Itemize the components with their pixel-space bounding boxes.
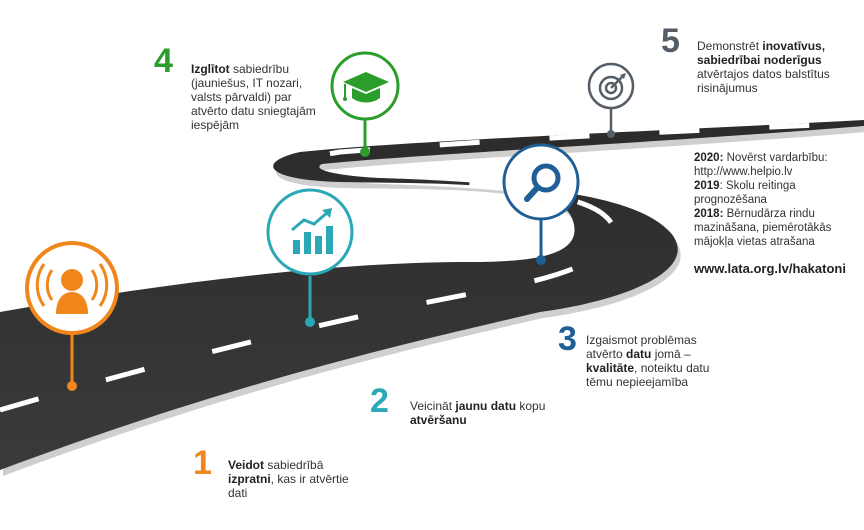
road xyxy=(0,120,864,470)
hackathon-year: 2018: xyxy=(694,208,724,220)
step-1-text: Veidot sabiedrībā izpratni, kas ir atvēr… xyxy=(228,458,368,500)
step-2-number: 2 xyxy=(370,382,389,420)
step-2-pre: Veicināt xyxy=(410,399,456,413)
hackathon-year: 2019 xyxy=(694,180,720,192)
step-2-mid: kopu xyxy=(516,399,546,413)
person-signal-icon xyxy=(35,263,109,307)
step-1-bold-2: izpratni xyxy=(228,472,271,486)
step-2-text: Veicināt jaunu datu kopu atvēršanu xyxy=(410,399,565,427)
hackathon-2018: 2018: Bērnudārza rindu mazināšana, piemē… xyxy=(694,207,864,249)
step-1-post: , kas ir atvērtie dati xyxy=(228,472,349,500)
step-3-post: , noteiktu datu tēmu nepieejamība xyxy=(586,361,710,389)
road-centerline xyxy=(0,120,864,413)
hackathons-link[interactable]: www.lata.org.lv/hakatoni xyxy=(694,261,846,276)
target-icon xyxy=(598,73,626,101)
step-5-number: 5 xyxy=(661,22,680,60)
step-4-bold-1: Izglītot xyxy=(191,62,230,76)
pin-2 xyxy=(266,188,354,327)
step-2-bold-2: atvēršanu xyxy=(410,413,467,427)
pin-1 xyxy=(25,241,119,391)
step-1-mid: sabiedrībā xyxy=(264,458,324,472)
pin-5 xyxy=(587,62,635,138)
step-3-bold-2: kvalitāte xyxy=(586,361,635,375)
step-3-bold-1: datu xyxy=(626,347,652,361)
step-1-number: 1 xyxy=(193,444,212,482)
step-4-number: 4 xyxy=(154,42,173,80)
hackathon-topic: Novērst vardarbību: http://www.helpio.lv xyxy=(694,152,828,178)
growth-chart-icon xyxy=(291,208,333,254)
step-2-bold-1: jaunu datu xyxy=(455,399,517,413)
step-3-pre: Izgaismot problēmas atvērto xyxy=(586,333,697,361)
pin-3 xyxy=(502,143,580,265)
hackathon-2020: 2020: Novērst vardarbību: http://www.hel… xyxy=(694,151,864,179)
step-1-bold-1: Veidot xyxy=(228,458,265,472)
step-3-mid: jomā – xyxy=(651,347,691,361)
hackathon-list: 2020: Novērst vardarbību: http://www.hel… xyxy=(694,151,864,249)
pin-4 xyxy=(330,51,400,157)
step-5-bold-1: inovatīvus, sabiedrībai noderīgus xyxy=(697,39,826,67)
step-3-number: 3 xyxy=(558,320,577,358)
magnifier-icon xyxy=(524,163,561,202)
hackathon-year: 2020: xyxy=(694,152,724,164)
step-5-text: Demonstrēt inovatīvus, sabiedrībai noder… xyxy=(697,39,857,95)
graduation-cap-icon xyxy=(343,72,389,103)
hackathon-topic: : Skolu reitinga prognozēšana xyxy=(694,180,796,206)
hackathon-2019: 2019: Skolu reitinga prognozēšana xyxy=(694,179,864,207)
step-5-mid: atvērtajos datos balstītus risinājumus xyxy=(697,67,830,95)
step-5-pre: Demonstrēt xyxy=(697,39,763,53)
step-3-text: Izgaismot problēmas atvērto datu jomā – … xyxy=(586,333,726,389)
step-4-mid: sabiedrību (jauniešus, IT nozari, valsts… xyxy=(191,62,316,132)
hackathon-topic: Bērnudārza rindu mazināšana, piemērotākā… xyxy=(694,208,832,248)
step-4-text: Izglītot sabiedrību (jauniešus, IT nozar… xyxy=(191,62,326,132)
